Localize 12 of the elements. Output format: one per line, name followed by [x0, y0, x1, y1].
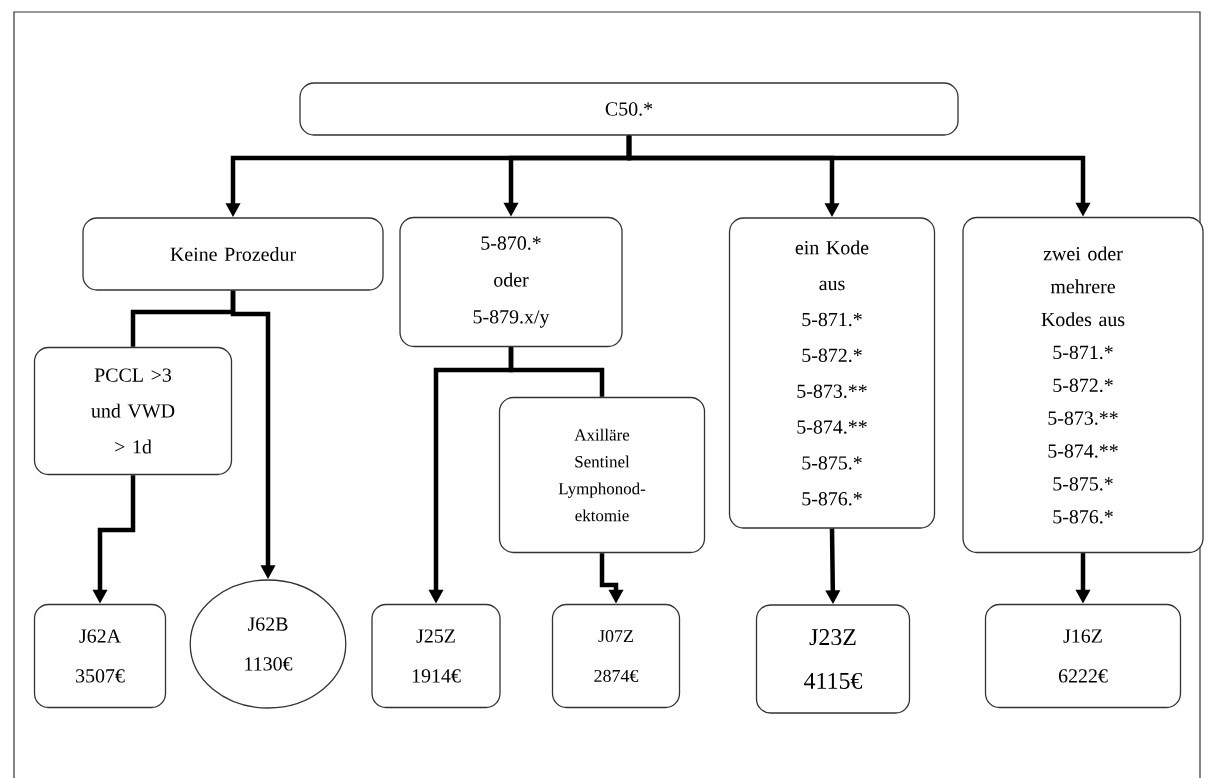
process-box: 5-870.* oder 5-879.x/y [399, 216, 623, 348]
process-box: C50.* [299, 82, 959, 136]
process-box: Keine Prozedur [82, 217, 384, 291]
process-box: zwei oder mehrere Kodes aus 5-871.* 5-872.* 5-873.** 5-874.** 5-875.* 5-876.* [962, 216, 1204, 554]
result-box: J62A 3507€ [33, 603, 167, 709]
result-box: J16Z 6222€ [984, 603, 1182, 709]
result-box: J07Z 2874€ [551, 603, 681, 709]
result-box: J25Z 1914€ [371, 603, 501, 709]
process-box: PCCL >3 und VWD > 1d [33, 346, 233, 476]
process-box: Axilläre Sentinel Lymphonod- ektomie [498, 396, 706, 554]
process-box: ein Kode aus 5-871.* 5-872.* 5-873.** 5-874.** 5-875.* 5-876.* [728, 217, 936, 529]
result-box: J23Z 4115€ [755, 604, 911, 714]
